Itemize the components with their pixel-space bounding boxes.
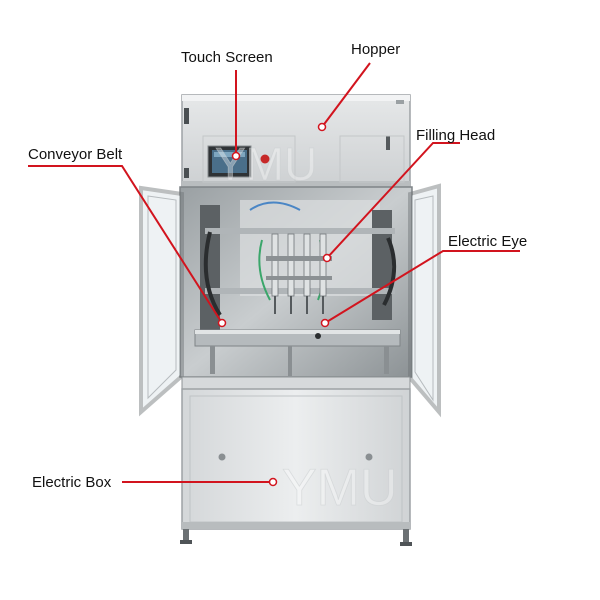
leader-filling-head xyxy=(326,142,460,259)
pointer-filling-head xyxy=(322,253,332,263)
label-filling-head: Filling Head xyxy=(416,127,496,144)
label-hopper: Hopper xyxy=(351,41,401,58)
leader-electric-eye xyxy=(324,250,520,324)
label-electric-box: Electric Box xyxy=(32,474,112,491)
label-conveyor-belt: Conveyor Belt xyxy=(28,146,123,163)
leader-lines xyxy=(28,62,520,487)
left-door xyxy=(139,185,184,417)
watermark-bottom: YMU xyxy=(282,459,398,517)
touch-screen-panel xyxy=(207,145,270,178)
watermark-top: YMU xyxy=(215,138,317,190)
leader-conveyor-belt xyxy=(28,165,223,324)
pointer-hopper xyxy=(317,122,327,132)
machine-feet xyxy=(180,529,412,546)
pointer-electric-box xyxy=(268,477,278,487)
emergency-stop-icon xyxy=(260,154,270,164)
filling-nozzles xyxy=(266,233,332,314)
conveyor xyxy=(194,329,401,376)
right-door xyxy=(408,183,441,418)
pointer-touch-screen xyxy=(231,151,241,161)
leader-hopper xyxy=(321,62,371,128)
pointer-electric-eye xyxy=(320,318,330,328)
label-touch-screen: Touch Screen xyxy=(181,49,273,66)
electric-box-cabinet xyxy=(181,376,411,530)
pointer-conveyor-belt xyxy=(217,318,227,328)
label-electric-eye: Electric Eye xyxy=(448,233,528,250)
